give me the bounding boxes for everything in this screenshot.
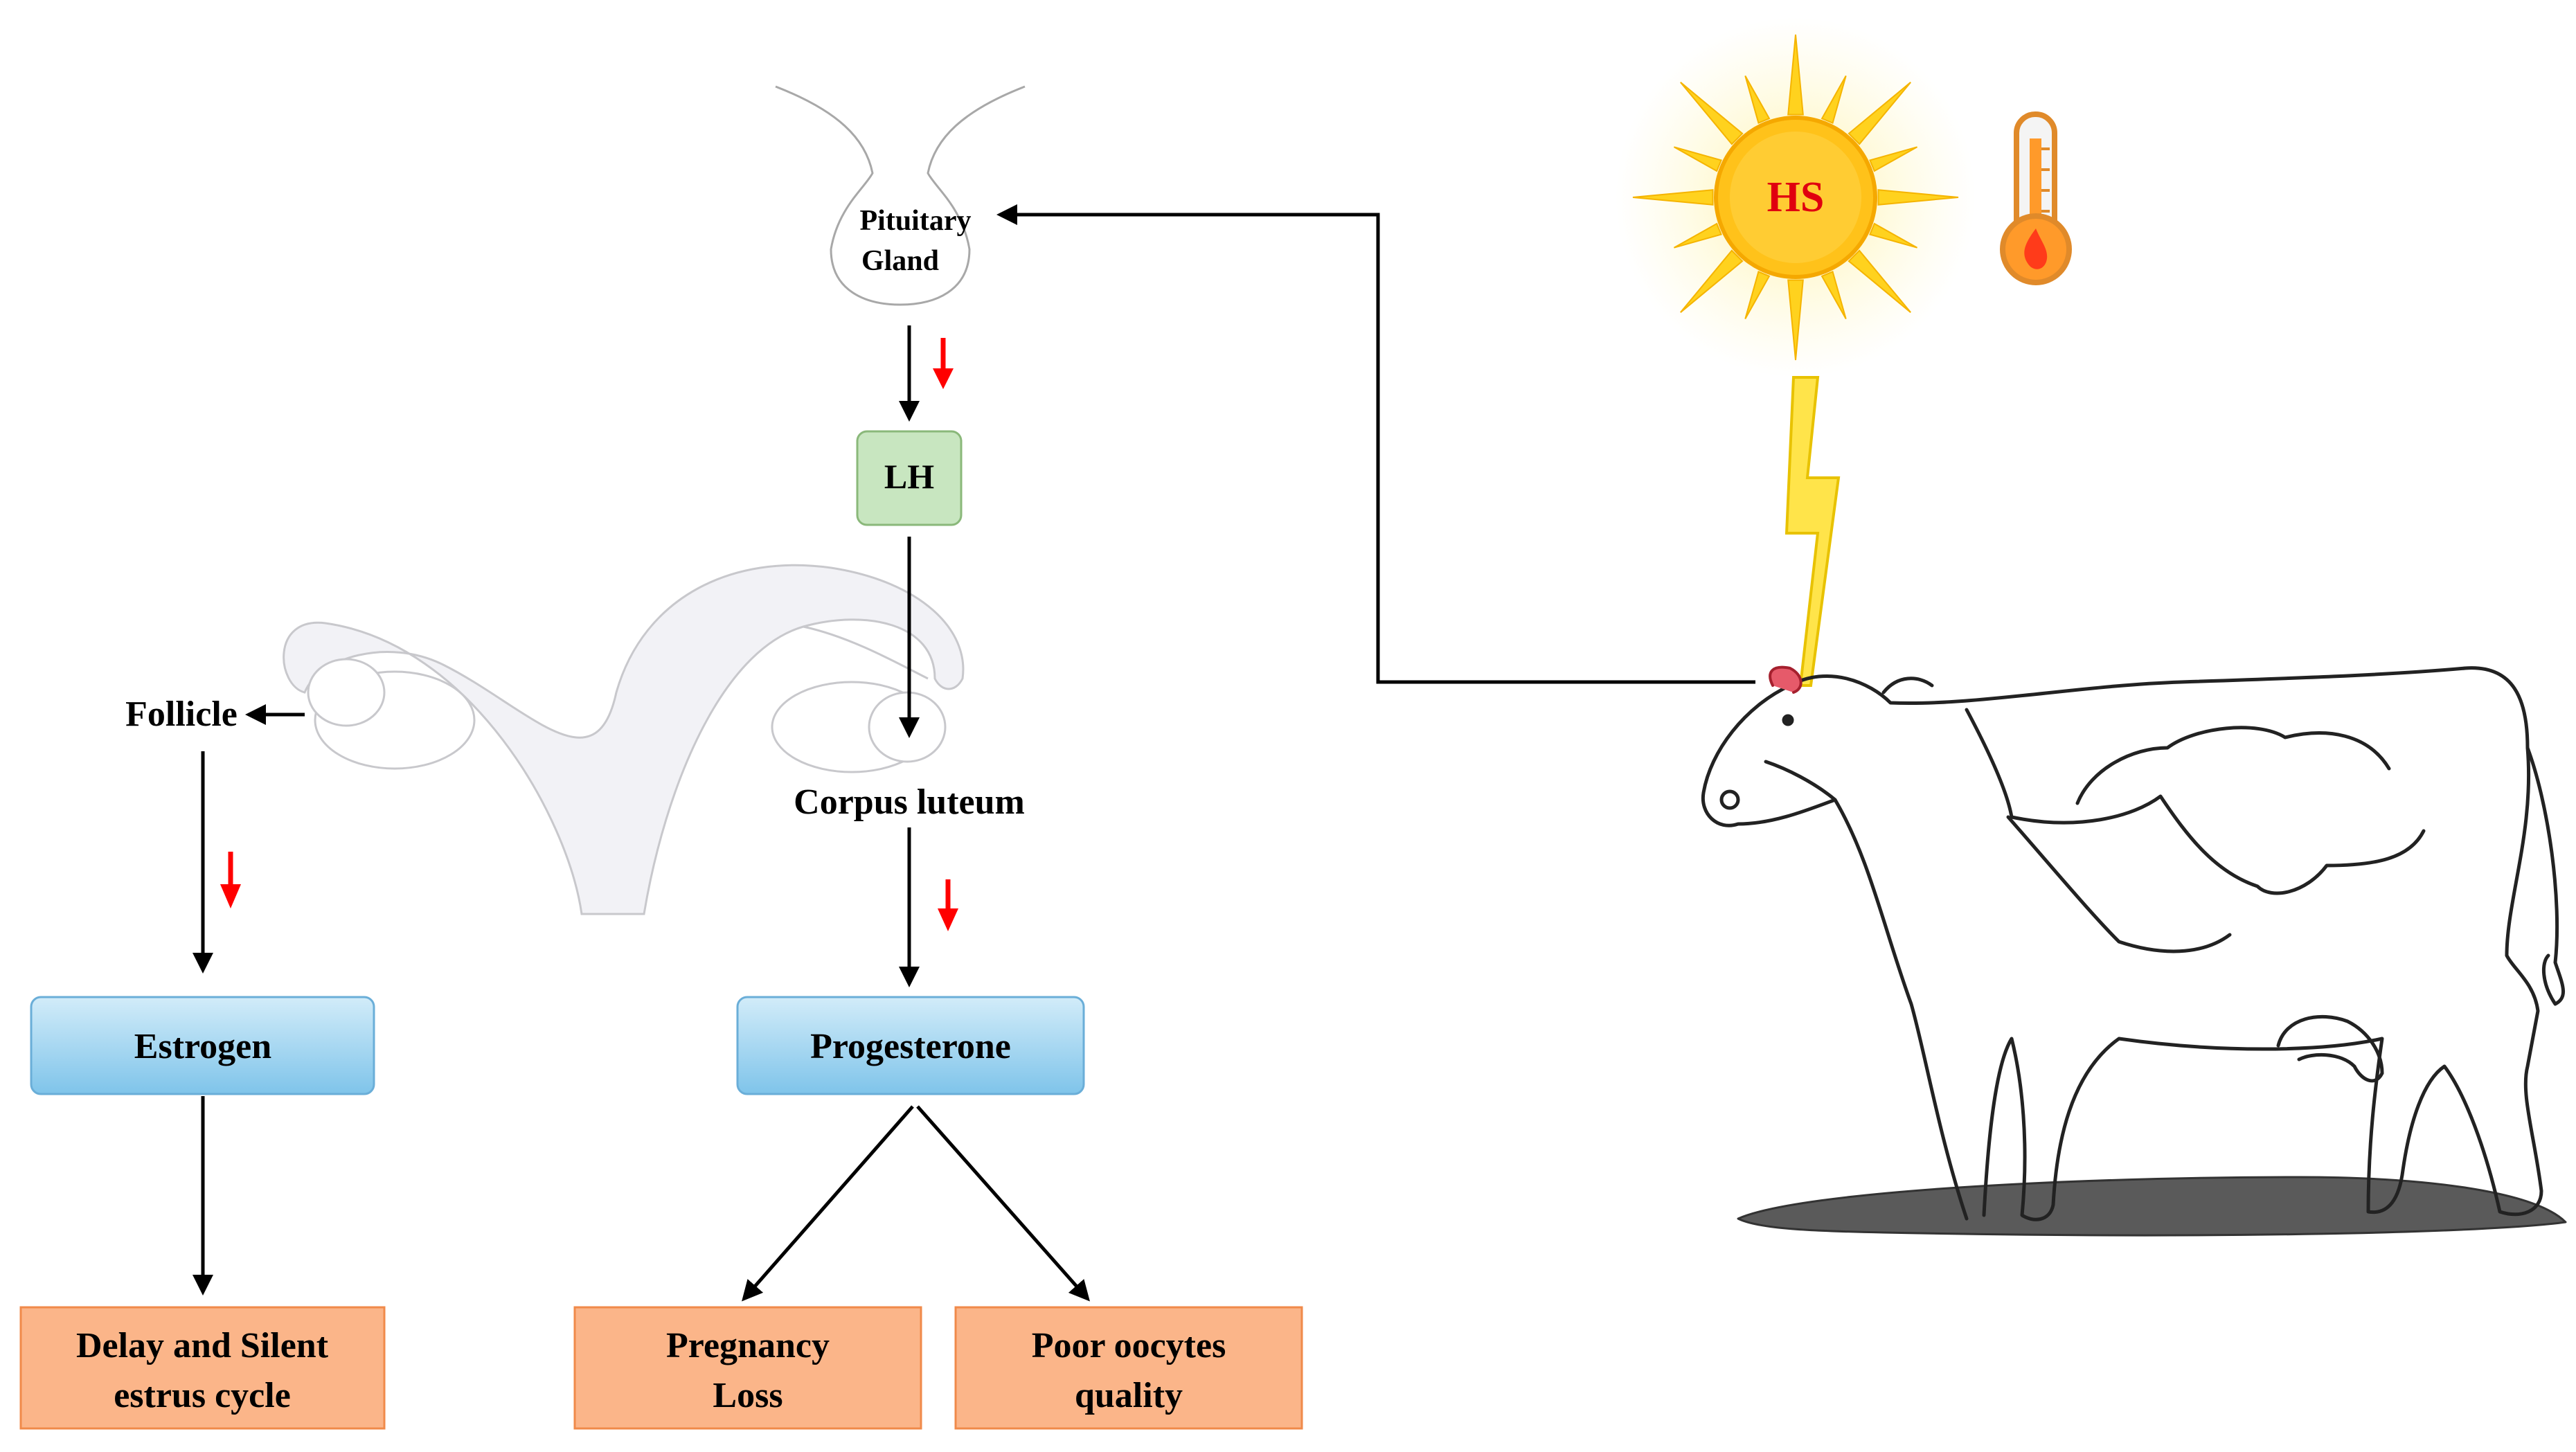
arrow-progesterone-to-poor-oocytes: [916, 1105, 1090, 1302]
follicle-label: Follicle: [125, 694, 238, 734]
lightning-icon: [1785, 376, 1841, 687]
pituitary-gland-shape: [775, 85, 1026, 306]
thermometer-icon: [2000, 111, 2072, 285]
sun-ray: [1673, 146, 1722, 172]
decrease-arrow-lh: [933, 338, 954, 389]
decrease-arrow-progesterone: [938, 879, 958, 931]
decrease-arrow-estrogen: [220, 852, 241, 908]
sun-ray: [1632, 189, 1714, 206]
delay-estrus-box: [19, 1306, 386, 1430]
pituitary-label-line2: Gland: [861, 245, 939, 277]
sun-ray: [1673, 222, 1722, 249]
pregnancy-loss-label-line1: Pregnancy: [666, 1326, 830, 1365]
sun-label: HS: [1767, 174, 1825, 221]
corpus-luteum-label: Corpus luteum: [794, 782, 1025, 822]
sun-ray: [1821, 271, 1847, 320]
sun-ray: [1848, 82, 1911, 145]
delay-estrus-label-line1: Delay and Silent: [76, 1326, 329, 1365]
sun-ray: [1869, 222, 1918, 249]
sun-ray: [1877, 189, 1959, 206]
sun-ray: [1744, 271, 1771, 320]
lh-box: [856, 430, 963, 526]
sun-ray: [1787, 34, 1804, 116]
estrogen-box: [30, 996, 375, 1095]
arrow-cow-to-pituitary: [996, 204, 1755, 684]
estrogen-label: Estrogen: [134, 1027, 271, 1066]
poor-oocytes-label-line2: quality: [1075, 1376, 1183, 1415]
sun-ray: [1869, 146, 1918, 172]
poor-oocytes-label-line1: Poor oocytes: [1032, 1326, 1226, 1365]
delay-estrus-label-line2: estrus cycle: [114, 1376, 291, 1415]
poor-oocytes-box: [954, 1306, 1303, 1430]
sun-ray: [1680, 82, 1744, 145]
sun-ray: [1680, 249, 1744, 313]
progesterone-box: [736, 996, 1085, 1095]
sun-ray: [1787, 279, 1804, 361]
ovary-right: [771, 681, 947, 773]
cow-illustration: [1701, 665, 2567, 1237]
pituitary-label-line1: Pituitary: [860, 205, 972, 237]
pregnancy-loss-box: [573, 1306, 922, 1430]
sun-icon: HS: [1616, 17, 1976, 377]
arrow-progesterone-to-pregnancy-loss: [742, 1105, 914, 1302]
progesterone-label: Progesterone: [810, 1027, 1011, 1066]
sun-ray: [1848, 249, 1911, 313]
sun-ray: [1821, 75, 1847, 124]
pregnancy-loss-label-line2: Loss: [713, 1376, 782, 1415]
sun-ray: [1744, 75, 1771, 124]
ovary-left: [307, 658, 476, 770]
lh-label: LH: [884, 457, 934, 496]
